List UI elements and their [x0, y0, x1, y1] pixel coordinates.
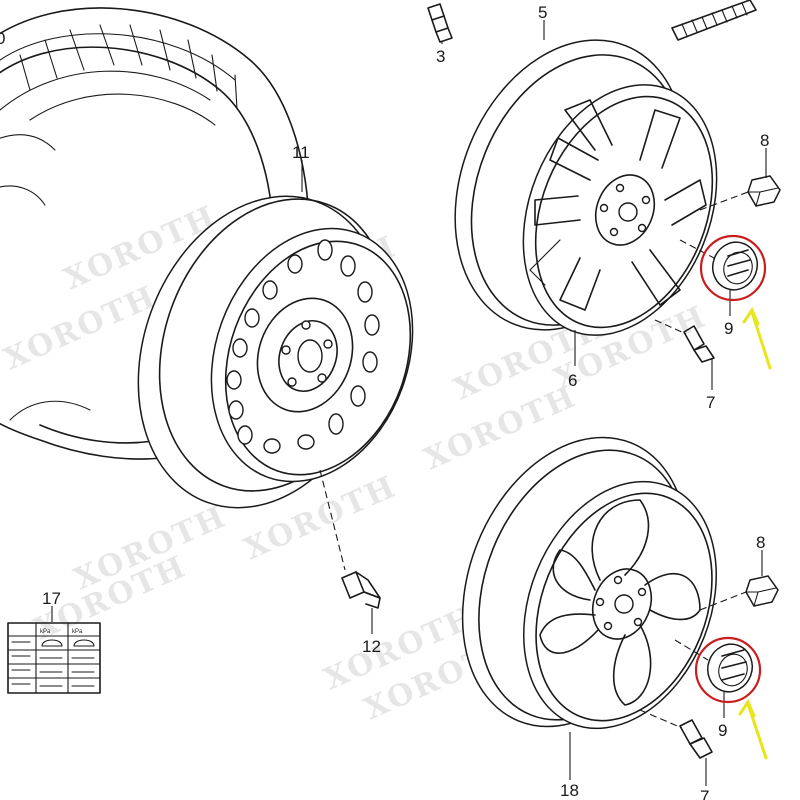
callout-3: 3 — [436, 47, 445, 66]
alloy-wheel-bottom — [461, 436, 717, 730]
callout-8-bottom: 8 — [756, 533, 765, 552]
watermark-text: XOROTH — [0, 279, 162, 377]
lug-nut-8-bottom — [699, 575, 779, 611]
callout-9-bottom: 9 — [718, 721, 727, 740]
callout-6: 6 — [568, 371, 577, 390]
wheel-bolt-7-bottom — [639, 709, 713, 759]
callout-partial: 0 — [0, 29, 5, 48]
callout-9-top: 9 — [724, 319, 733, 338]
highlight-markers — [694, 234, 772, 760]
wheel-nut-12 — [319, 469, 381, 609]
callout-numbers: 0 3 5 11 8 9 6 7 8 17 12 9 18 7 — [0, 3, 769, 800]
callout-5: 5 — [538, 3, 547, 22]
callout-11: 11 — [292, 143, 310, 162]
callout-8-top: 8 — [760, 131, 769, 150]
callout-7-bottom: 7 — [700, 787, 709, 800]
callout-17: 17 — [42, 589, 61, 608]
label-17-header: kPa — [40, 629, 51, 635]
callout-18: 18 — [560, 781, 579, 800]
callout-7-top: 7 — [706, 393, 715, 412]
highlight-arrow-bottom — [746, 702, 768, 760]
highlight-arrow-top — [750, 310, 772, 370]
leader-lines — [51, 20, 767, 786]
callout-12: 12 — [362, 637, 381, 656]
wheel-bolt-7-top — [654, 319, 715, 363]
label-17-header: kPa — [72, 629, 83, 635]
steel-wheel — [137, 195, 414, 509]
center-cap-9-bottom — [674, 639, 753, 693]
center-cap-9-top — [679, 239, 758, 291]
tire-pressure-label-17: kPa kPa — [7, 622, 101, 694]
steel-wheel-vents — [226, 239, 380, 454]
highlight-circle-bottom — [694, 636, 762, 704]
balance-weight-strip — [671, 0, 757, 41]
valve-stem-3 — [427, 3, 453, 43]
alloy-wheel-top — [454, 39, 718, 336]
highlight-circle-top — [699, 234, 767, 302]
lug-nut-8-top — [699, 175, 781, 211]
